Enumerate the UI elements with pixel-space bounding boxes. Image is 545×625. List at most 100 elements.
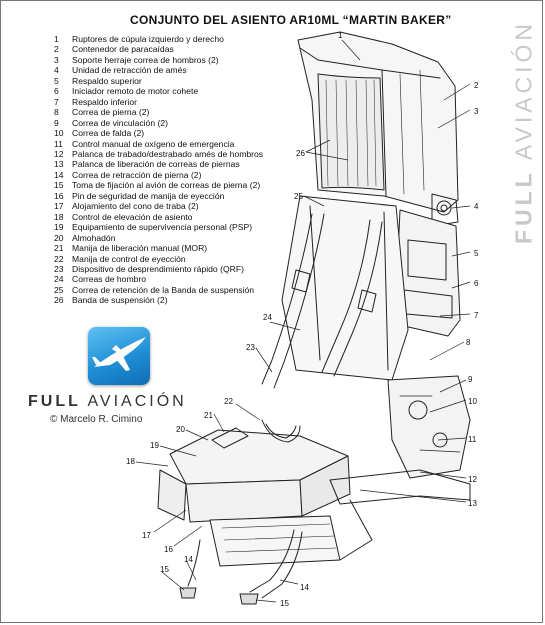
legend-number: 6 [54, 86, 59, 97]
callout-label: 15 [160, 565, 169, 574]
callout-label: 22 [224, 397, 233, 406]
airplane-icon [92, 337, 146, 371]
callout-label: 3 [474, 107, 479, 116]
callout-label: 25 [294, 192, 303, 201]
legend-text: Ruptores de cúpula izquierdo y derecho [72, 34, 224, 44]
legend-item: 24 Correas de hombro [54, 274, 263, 284]
legend-number: 13 [54, 159, 64, 170]
callout-label: 2 [474, 81, 479, 90]
legend-number: 14 [54, 169, 64, 180]
brand-bold: FULL [28, 393, 81, 410]
legend-item: 17 Alojamiento del cono de traba (2) [54, 201, 263, 211]
legend-number: 24 [54, 274, 64, 285]
callout-label: 19 [150, 441, 159, 450]
callout-label: 7 [474, 311, 479, 320]
legend-number: 25 [54, 284, 64, 295]
callout-label: 14 [184, 555, 193, 564]
legend-item: 1 Ruptores de cúpula izquierdo y derecho [54, 34, 263, 44]
legend-text: Iniciador remoto de motor cohete [72, 86, 199, 97]
legend-text: Correa de retención de la Banda de suspe… [72, 284, 255, 295]
legend-text: Equipamiento de supervivencia personal (… [72, 222, 253, 233]
callout-label: 24 [263, 313, 272, 322]
legend-text: Correa de vinculación (2) [72, 117, 169, 128]
author-credit: © Marcelo R. Cimino [50, 414, 143, 425]
callout-label: 8 [466, 338, 471, 347]
brand-light: AVIACIÓN [80, 393, 187, 410]
legend-text: Respaldo superior [72, 75, 142, 86]
legend-text: Respaldo inferior [72, 96, 137, 107]
legend-item: 2 Contenedor de paracaídas [54, 44, 263, 54]
legend-number: 11 [54, 138, 63, 149]
legend-text: Manija de liberación manual (MOR) [72, 243, 208, 254]
legend-item: 25 Correa de retención de la Banda de sus… [54, 285, 263, 295]
legend-text: Correa de falda (2) [72, 128, 145, 139]
callout-label: 18 [126, 457, 135, 466]
callout-label: 11 [468, 435, 477, 444]
legend-number: 16 [54, 190, 64, 201]
legend-number: 23 [54, 263, 64, 274]
legend-text: Almohadón [72, 232, 116, 243]
legend-number: 4 [54, 65, 59, 76]
legend-text: Palanca de trabado/destrabado amés de ho… [72, 148, 264, 159]
legend-text: Correas de hombro [72, 274, 147, 285]
callout-label: 5 [474, 249, 479, 258]
legend-text: Correa de retracción de pierna (2) [72, 169, 202, 180]
callout-label: 21 [204, 411, 213, 420]
callout-label: 12 [468, 475, 477, 484]
legend-item: 12 Palanca de trabado/destrabado amés de … [54, 149, 263, 159]
legend-number: 22 [54, 253, 64, 264]
legend-number: 20 [54, 232, 64, 243]
legend-text: Alojamiento del cono de traba (2) [72, 201, 199, 212]
callout-label: 20 [176, 425, 185, 434]
legend-item: 3 Soporte herraje correa de hombros (2) [54, 55, 263, 65]
legend-number: 7 [54, 96, 59, 107]
legend-number: 8 [54, 107, 59, 118]
callout-label: 9 [468, 375, 473, 384]
legend-item: 11 Control manual de oxígeno de emergenci… [54, 139, 263, 149]
callout-label: 10 [468, 397, 477, 406]
legend-number: 15 [54, 180, 64, 191]
legend-item: 14 Correa de retracción de pierna (2) [54, 170, 263, 180]
legend-number: 17 [54, 201, 64, 212]
seat-drawing [157, 31, 471, 605]
legend-item: 13 Palanca de liberación de correas de pi… [54, 159, 263, 169]
callout-leaders [135, 39, 471, 603]
legend-item: 8 Correa de pierna (2) [54, 107, 263, 117]
legend-number: 9 [54, 117, 59, 128]
legend-number: 1 [54, 34, 59, 44]
legend-text: Manija de control de eyección [72, 253, 186, 264]
legend-text: Toma de fijación al avión de correas de … [72, 180, 261, 191]
legend-text: Contenedor de paracaídas [72, 44, 174, 55]
legend-item: 18 Control de elevación de asiento [54, 212, 263, 222]
legend-item: 7 Respaldo inferior [54, 97, 263, 107]
legend-item: 21 Manija de liberación manual (MOR) [54, 243, 263, 253]
legend-text: Palanca de liberación de correas de pier… [72, 159, 240, 170]
callout-label: 16 [164, 545, 173, 554]
callout-label: 26 [296, 149, 305, 158]
legend-item: 6 Iniciador remoto de motor cohete [54, 86, 263, 96]
legend-number: 21 [54, 243, 64, 254]
brand-name: FULL AVIACIÓN [28, 393, 187, 411]
callout-label: 6 [474, 279, 479, 288]
brand-logo [88, 327, 150, 385]
callout-label: 1 [338, 31, 343, 40]
legend-item: 22 Manija de control de eyección [54, 254, 263, 264]
legend-text: Correa de pierna (2) [72, 107, 150, 118]
legend-number: 2 [54, 44, 59, 55]
legend-text: Pin de seguridad de manija de eyección [72, 190, 225, 201]
legend-number: 26 [54, 295, 64, 306]
legend-number: 12 [54, 148, 64, 159]
legend-number: 3 [54, 54, 59, 65]
legend-text: Control de elevación de asiento [72, 211, 193, 222]
legend-text: Soporte herraje correa de hombros (2) [72, 54, 219, 65]
legend-item: 20 Almohadón [54, 233, 263, 243]
legend-number: 5 [54, 75, 59, 86]
legend-number: 18 [54, 211, 64, 222]
legend-text: Control manual de oxígeno de emergencia [72, 138, 235, 149]
